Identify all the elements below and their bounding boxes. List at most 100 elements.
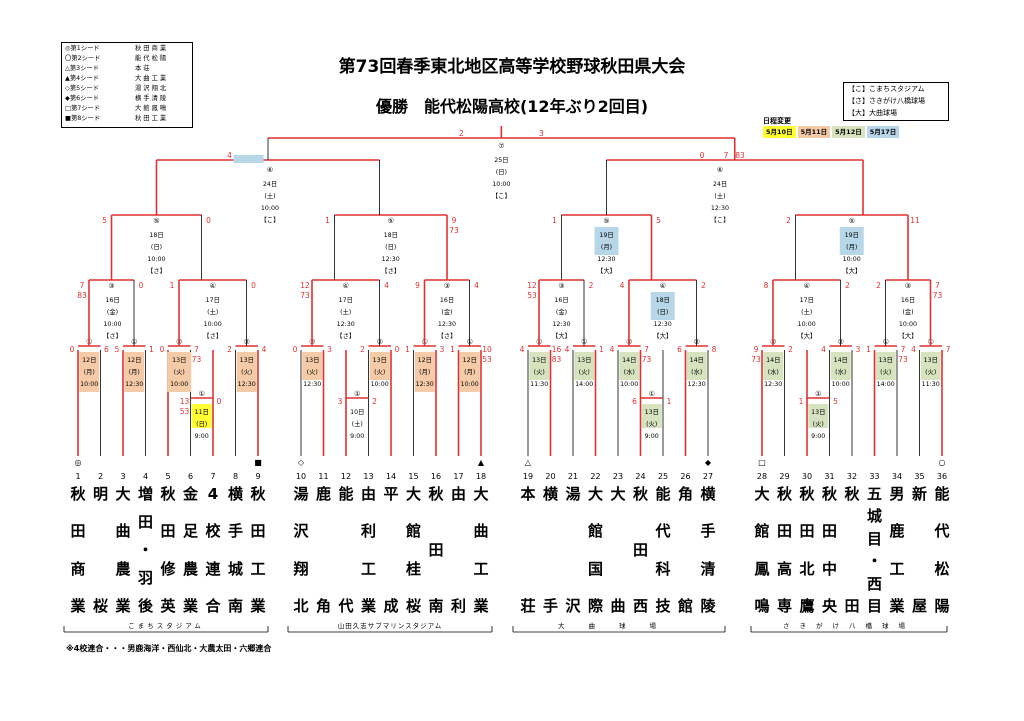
team-name-char: 屋 <box>911 597 927 615</box>
bracket-text: 12日 <box>418 356 432 364</box>
team-name-char: 羽 <box>137 569 153 587</box>
bracket-text: 11:30 <box>922 381 940 388</box>
date-highlight <box>839 227 864 255</box>
bracket-text: 14日 <box>690 356 704 364</box>
team-name-char: 秋 <box>428 485 444 503</box>
bracket-text: 6 <box>677 345 682 354</box>
bracket-text: (日) <box>151 243 162 251</box>
seed-mark: ◎ <box>74 458 82 467</box>
team-name-char: 英 <box>160 596 176 615</box>
team-name: 能代 <box>337 486 355 614</box>
bracket-text: ⑤ <box>153 217 159 225</box>
bracket-text: 16日 <box>105 296 119 304</box>
bracket-text: 5 <box>115 345 120 354</box>
team-name: 秋田西 <box>632 486 650 614</box>
bracket-text: 8 <box>764 281 769 290</box>
team-name: 由利 <box>450 486 468 614</box>
team-name-char: 工 <box>889 559 905 578</box>
team-name: 五城目・西目 <box>866 486 884 614</box>
bracket-text: 2 <box>788 345 793 354</box>
bracket-text: 19日 <box>845 231 859 239</box>
bracket-text: 83 <box>77 291 87 300</box>
bracket-text: 【さ】 <box>438 332 457 340</box>
champion-title: 優勝 能代松陽高校(12年ぶり2回目) <box>375 97 649 116</box>
bracket-text: 【大】 <box>597 266 616 275</box>
bracket-text: 【大】 <box>842 266 861 275</box>
bracket-text: 5 <box>656 216 661 225</box>
bracket-text: ④ <box>660 282 666 290</box>
team-name-char: ・ <box>137 541 153 559</box>
venue-legend-item: 【こ】こまちスタジアム <box>848 85 925 93</box>
team-name-char: 館 <box>405 522 421 541</box>
bracket-text: 【さ】 <box>381 267 400 275</box>
bracket-text: 5 <box>102 216 107 225</box>
bracket-text: (土) <box>801 307 812 316</box>
bracket-text: 53 <box>527 291 537 300</box>
bracket-text: (月) <box>846 243 857 251</box>
seed-row: ◆第6シード横手清陵 <box>65 94 166 104</box>
team-name-char: 本 <box>520 485 536 503</box>
team-number: 2 <box>97 472 104 481</box>
bracket-text: 12:30 <box>238 381 256 388</box>
bracket-text: 【さ】 <box>103 332 122 340</box>
seed-legend: ◎第1シード秋田商業〇第2シード能代松陽△第3シード本荘▲第4シード大曲工業◇第… <box>61 42 193 128</box>
bracket-text: (火) <box>813 421 824 428</box>
bracket-text: ① <box>649 390 655 398</box>
bracket-text: (月) <box>129 368 140 376</box>
bracket-text: 0 <box>139 281 144 290</box>
team-name-char: 能 <box>338 485 354 503</box>
bracket-text: 10:00 <box>204 321 222 328</box>
date-highlight <box>641 404 662 428</box>
team-name: 大曲 <box>609 486 627 614</box>
bracket-text: 17日 <box>339 296 353 304</box>
bracket-text: 12:30 <box>438 321 456 328</box>
bracket-text: 73 <box>300 291 310 300</box>
team-name-char: 業 <box>115 596 131 615</box>
bracket-text: (水) <box>768 367 779 376</box>
bracket-text: 83 <box>552 355 562 364</box>
team-name: 秋田高専 <box>776 486 794 614</box>
team-name-char: 陵 <box>700 596 716 615</box>
bracket-text: 53 <box>180 407 190 416</box>
team-name: 横手 <box>542 486 560 614</box>
bracket-text: (火) <box>579 369 590 376</box>
bracket-text: 11日 <box>195 408 209 416</box>
bracket-text: 18日 <box>656 296 670 304</box>
bracket-text: 10:00 <box>899 321 917 328</box>
team-name-char: 平 <box>383 485 399 503</box>
team-name-char: 利 <box>450 597 466 615</box>
team-name-char: 商 <box>70 559 86 578</box>
team-name-char: 館 <box>754 522 770 541</box>
bracket-text: ③ <box>444 282 450 290</box>
bracket-text: 10:00 <box>371 381 389 388</box>
bracket-text: 12:30 <box>303 381 321 388</box>
team-number: 33 <box>869 472 880 481</box>
bracket-text: ③ <box>558 282 564 290</box>
team-name: 金足農業 <box>182 486 200 614</box>
date-highlight <box>233 155 264 163</box>
team-number: 5 <box>165 472 171 481</box>
bracket-text: ④ <box>343 282 349 290</box>
team-name-char: 新 <box>911 485 927 503</box>
team-name-char: 代 <box>934 522 950 541</box>
bracket-text: 1 <box>667 397 672 406</box>
bracket-text: 8 <box>712 345 717 354</box>
team-name-char: 際 <box>587 596 603 615</box>
bracket-text: 13日 <box>240 356 254 364</box>
bracket-text: (火) <box>534 369 545 376</box>
team-name-char: 南 <box>227 596 243 615</box>
team-name-char: 修 <box>160 559 176 578</box>
seed-mark: ◇ <box>297 458 305 467</box>
team-name-char: 田 <box>776 522 792 541</box>
bracket-text: 【こ】 <box>261 216 280 224</box>
team-name-char: 国 <box>587 559 603 578</box>
team-number: 13 <box>363 472 374 481</box>
team-name-char: 業 <box>473 596 489 615</box>
team-name-char: 工 <box>360 559 376 578</box>
bracket-text: 1 <box>799 397 804 406</box>
bracket-text: ⑥ <box>267 166 273 174</box>
bracket-text: 10:00 <box>103 321 121 328</box>
team-name: 新屋 <box>911 486 929 614</box>
